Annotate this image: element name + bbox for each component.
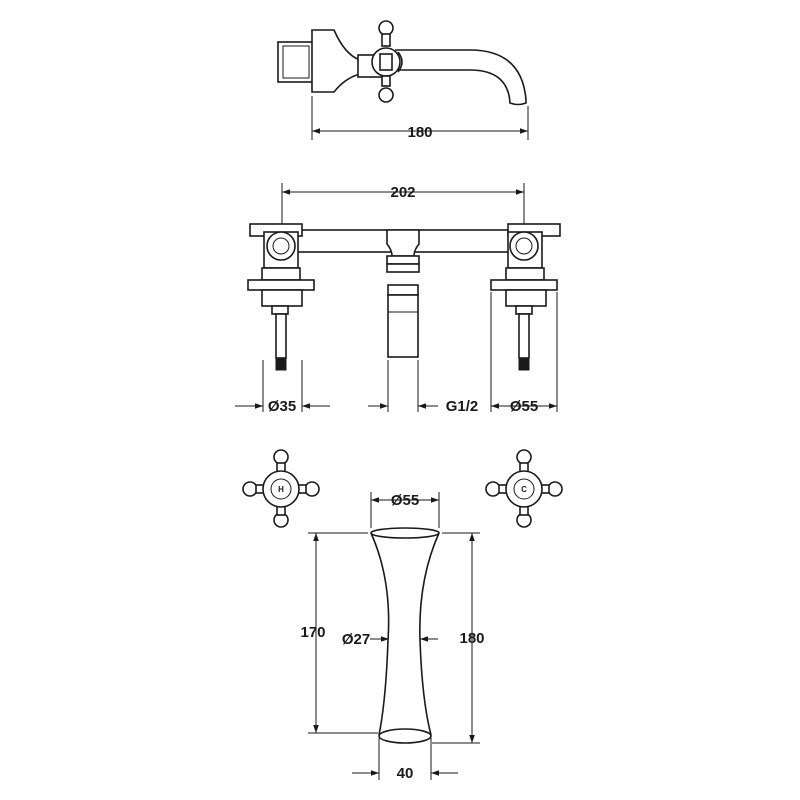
side-view [277,20,527,106]
spout-outer-length-label: 180 [459,630,484,647]
spout-thread-dimension: G1/2 [368,360,478,415]
spout-base-width-dimension: 40 [352,738,458,782]
overall-width-dimension: 202 [281,183,525,228]
front-view [247,223,561,371]
spout-base-width-label: 40 [397,765,414,782]
spout-inner-length-dimension: 170 [300,532,378,734]
hot-handle: H [242,449,320,528]
spout-thread-label: G1/2 [446,398,479,415]
backplate-diameter-dimension: Ø55 [490,292,558,415]
handle-diameter-dimension: Ø35 [235,360,330,415]
spout-side-length-dimension: 180 [311,96,529,141]
spout-inner-length-label: 170 [300,624,325,641]
spout-outer-length-dimension: 180 [432,532,485,744]
spout-mid-diameter-dimension: Ø27 [342,631,438,648]
spout-top-diameter-label: Ø55 [391,492,419,509]
spout-top-diameter-dimension: Ø55 [370,492,440,528]
handle-diameter-label: Ø35 [268,398,296,415]
hot-handle-label: H [278,485,284,494]
backplate-diameter-label: Ø55 [510,398,538,415]
overall-width-label: 202 [390,184,415,201]
cold-handle-label: C [521,485,527,494]
cold-handle: C [485,449,563,528]
spout-mid-diameter-label: Ø27 [342,631,370,648]
spout-side-length-label: 180 [407,124,432,141]
spout-outline [370,527,440,744]
